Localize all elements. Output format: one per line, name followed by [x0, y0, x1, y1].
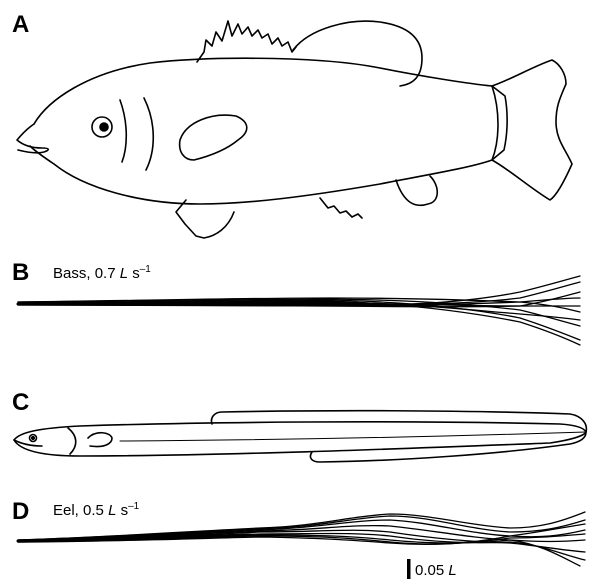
- scale-bar-unit: L: [448, 562, 456, 579]
- bass-soft-dorsal-fin: [293, 21, 422, 86]
- eel-lateral-line: [120, 432, 586, 441]
- bass-illustration: [17, 21, 572, 238]
- eel-gill: [68, 428, 76, 454]
- bass-caudal-fin: [492, 60, 572, 200]
- eel-illustration: [14, 411, 586, 462]
- bass-pectoral-fin: [180, 115, 247, 160]
- scale-bar-value: 0.05: [415, 562, 444, 579]
- eel-eye-pupil: [32, 437, 35, 440]
- eel-pectoral-fin: [88, 433, 112, 447]
- bass-eye-pupil: [100, 123, 108, 131]
- bass-anal-fin-front: [320, 198, 362, 218]
- bass-spiny-dorsal-fin: [197, 21, 296, 62]
- scale-bar-label: 0.05 L: [415, 562, 457, 579]
- scale-bar: [407, 559, 411, 579]
- eel-midline-traces: [18, 512, 585, 566]
- bass-caudal-notch: [492, 86, 498, 160]
- bass-preopercle: [120, 100, 126, 162]
- bass-pelvic-fin: [176, 200, 234, 238]
- bass-midline-traces: [18, 276, 580, 345]
- bass-opercle: [144, 98, 153, 170]
